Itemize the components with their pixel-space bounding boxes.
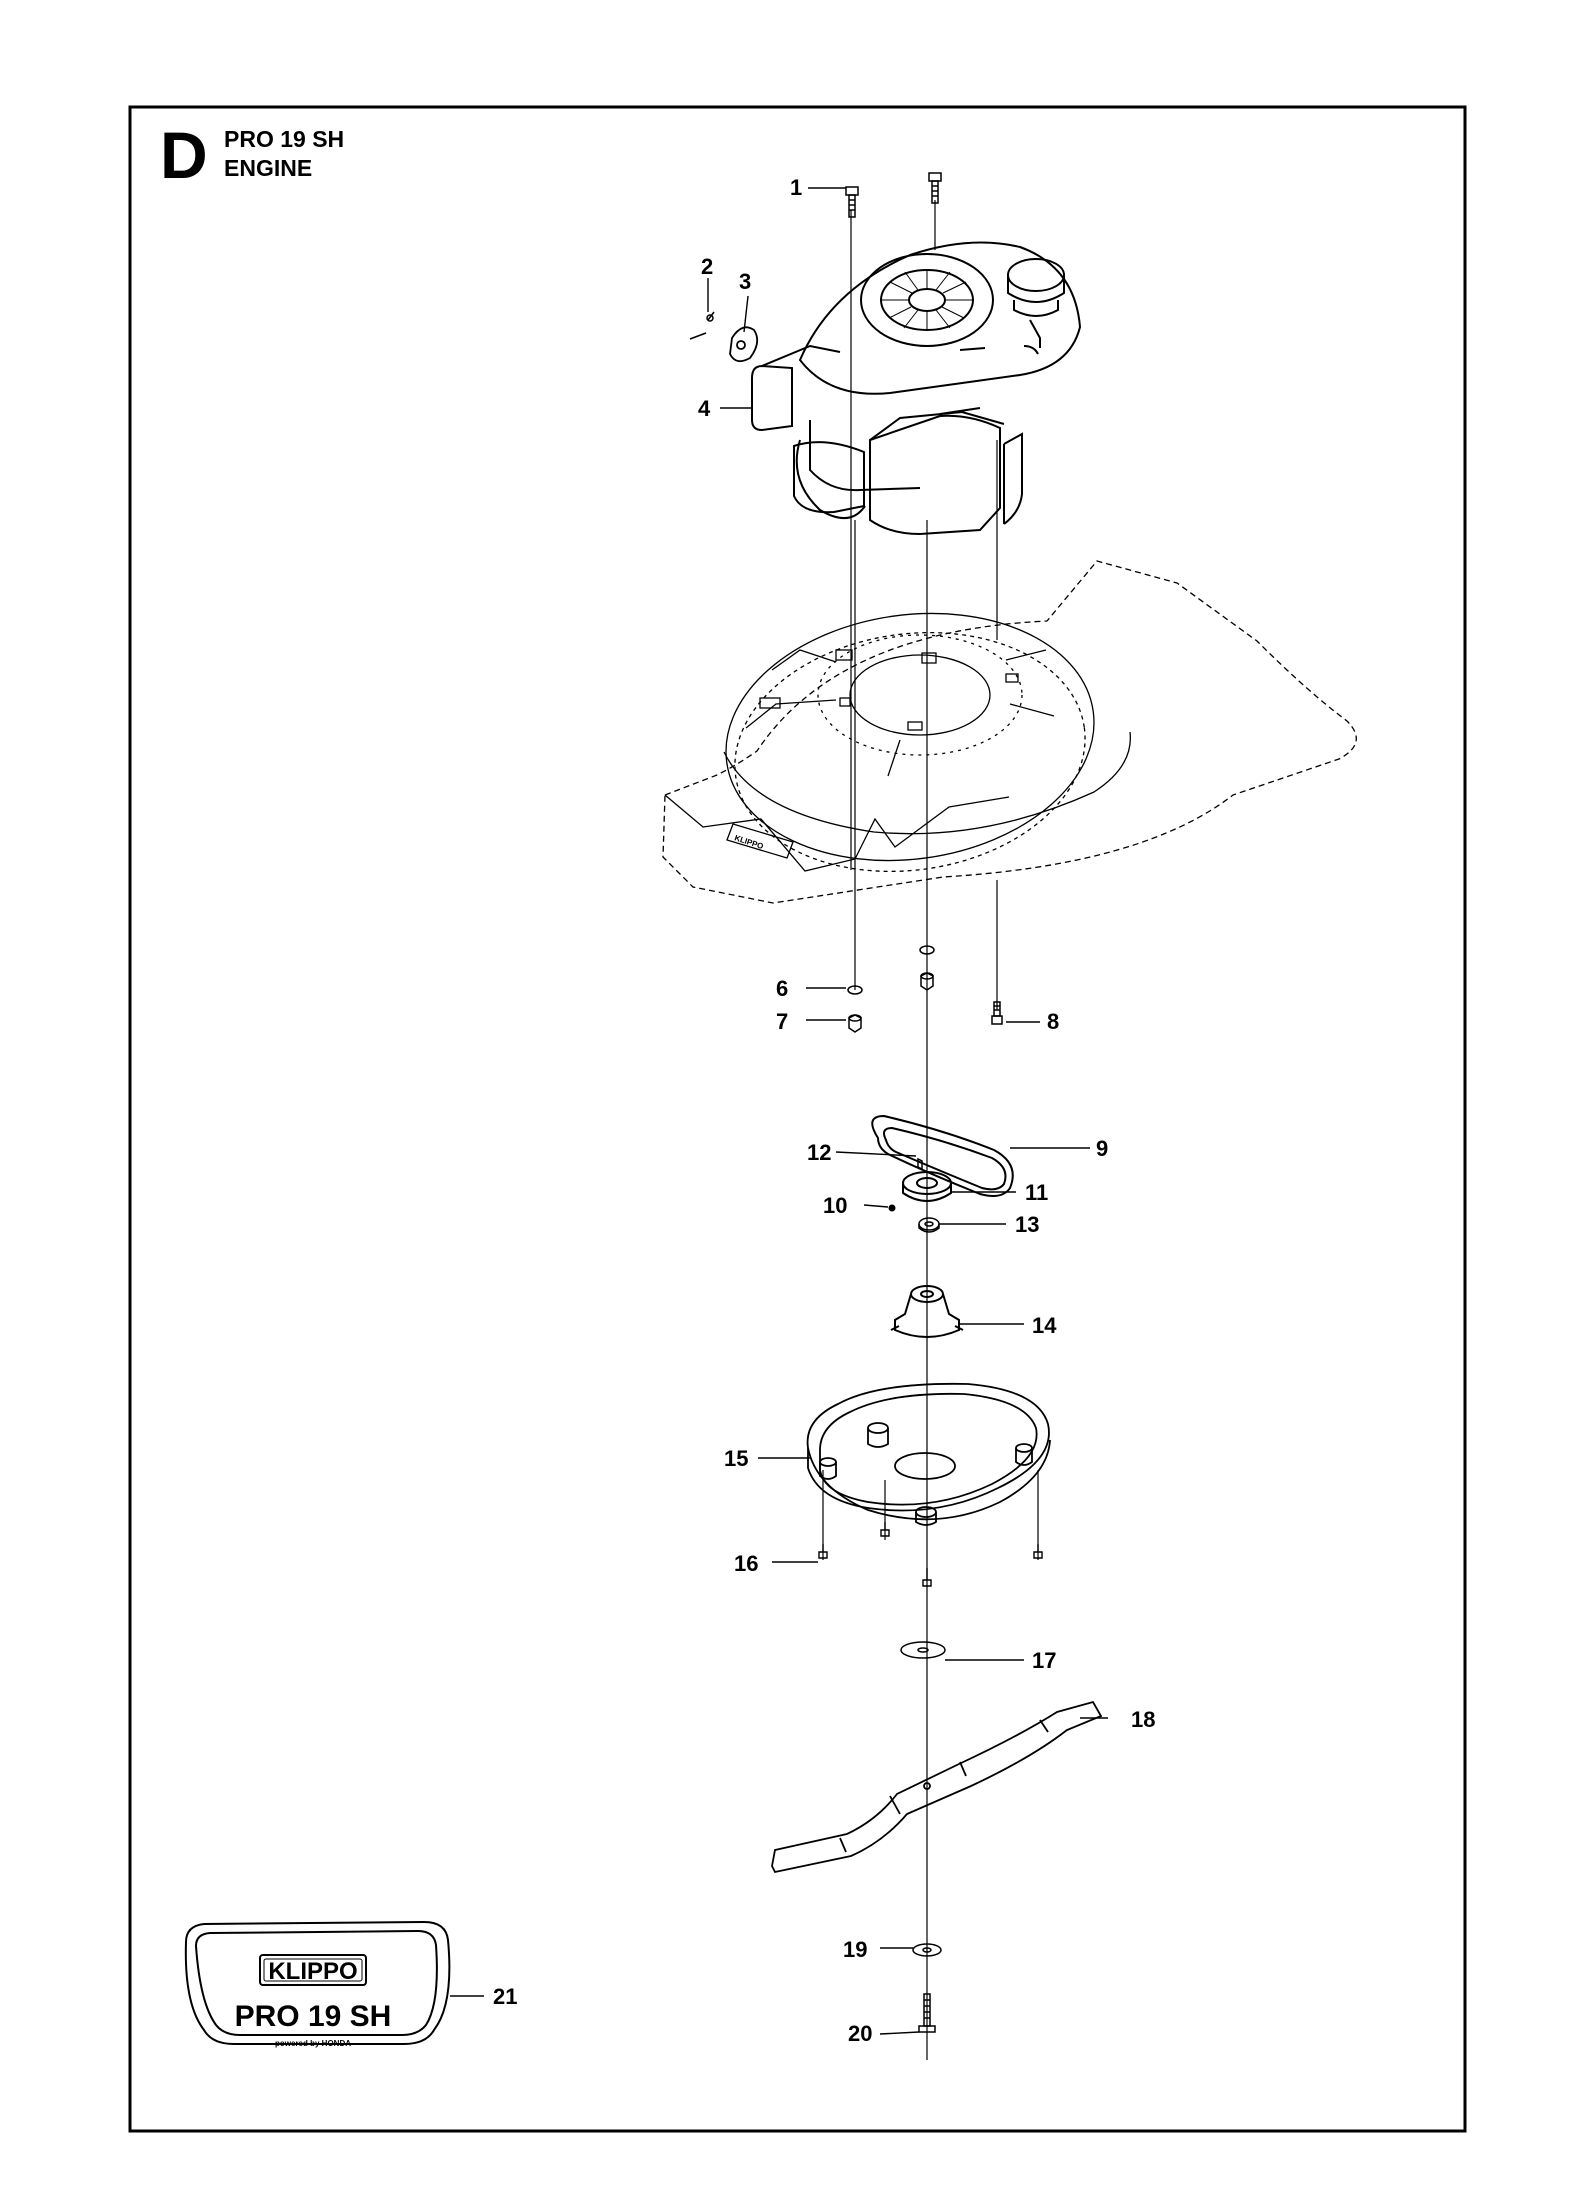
svg-text:KLIPPO: KLIPPO — [733, 833, 764, 851]
callout-3: 3 — [739, 269, 751, 294]
blade-adapter — [890, 1285, 964, 1338]
callout-13: 13 — [1015, 1212, 1039, 1237]
callout-17: 17 — [1032, 1648, 1056, 1673]
washer — [847, 985, 863, 995]
decal-model: PRO 19 SH — [235, 2000, 392, 2033]
small-ball — [888, 1204, 896, 1212]
mower-deck: KLIPPO — [662, 560, 1357, 904]
callout-15: 15 — [724, 1446, 748, 1471]
section-letter: D — [160, 118, 208, 192]
decal-powered-by: powered by HONDA — [275, 2039, 351, 2048]
engine-bolt — [928, 172, 942, 204]
baffle-plate — [806, 1382, 1051, 1526]
leader-lines — [450, 187, 1108, 2035]
blade-washer — [900, 1641, 946, 1659]
callout-14: 14 — [1032, 1313, 1057, 1338]
decal-brand: KLIPPO — [268, 1958, 357, 1985]
deck-bolt — [991, 1001, 1003, 1025]
callout-6: 6 — [776, 976, 788, 1001]
callout-1: 1 — [790, 175, 802, 200]
callout-8: 8 — [1047, 1009, 1059, 1034]
callout-20: 20 — [848, 2021, 872, 2046]
callout-7: 7 — [776, 1009, 788, 1034]
callout-10: 10 — [823, 1193, 847, 1218]
cutting-blade — [771, 1700, 1103, 1874]
throttle-bracket — [729, 326, 759, 363]
engine — [751, 241, 1082, 536]
callout-16: 16 — [734, 1551, 758, 1576]
model-decal — [184, 1920, 451, 2045]
drive-belt — [871, 1114, 1014, 1197]
callout-9: 9 — [1096, 1136, 1108, 1161]
nut — [920, 972, 934, 991]
callout-12: 12 — [807, 1140, 831, 1165]
alignment-lines — [822, 200, 1039, 2060]
callout-19: 19 — [843, 1937, 867, 1962]
nut — [848, 1014, 862, 1033]
pulley — [902, 1171, 952, 1202]
pulley-washer — [918, 1217, 940, 1233]
throttle-screw — [689, 311, 715, 340]
callout-11: 11 — [1025, 1180, 1048, 1205]
callout-21: 21 — [493, 1984, 517, 2009]
key — [917, 1157, 923, 1171]
page-frame — [128, 105, 1467, 2133]
engine-bolt — [845, 186, 859, 218]
model-name: PRO 19 SH — [224, 126, 345, 152]
callout-18: 18 — [1131, 1707, 1155, 1732]
blade-bolt-washer — [912, 1943, 942, 1957]
washer — [919, 945, 935, 955]
baffle-screws — [818, 1522, 1043, 1587]
callout-4: 4 — [698, 396, 711, 421]
blade-bolt — [918, 1993, 936, 2033]
section-title: ENGINE — [224, 155, 313, 181]
callout-2: 2 — [701, 254, 713, 279]
